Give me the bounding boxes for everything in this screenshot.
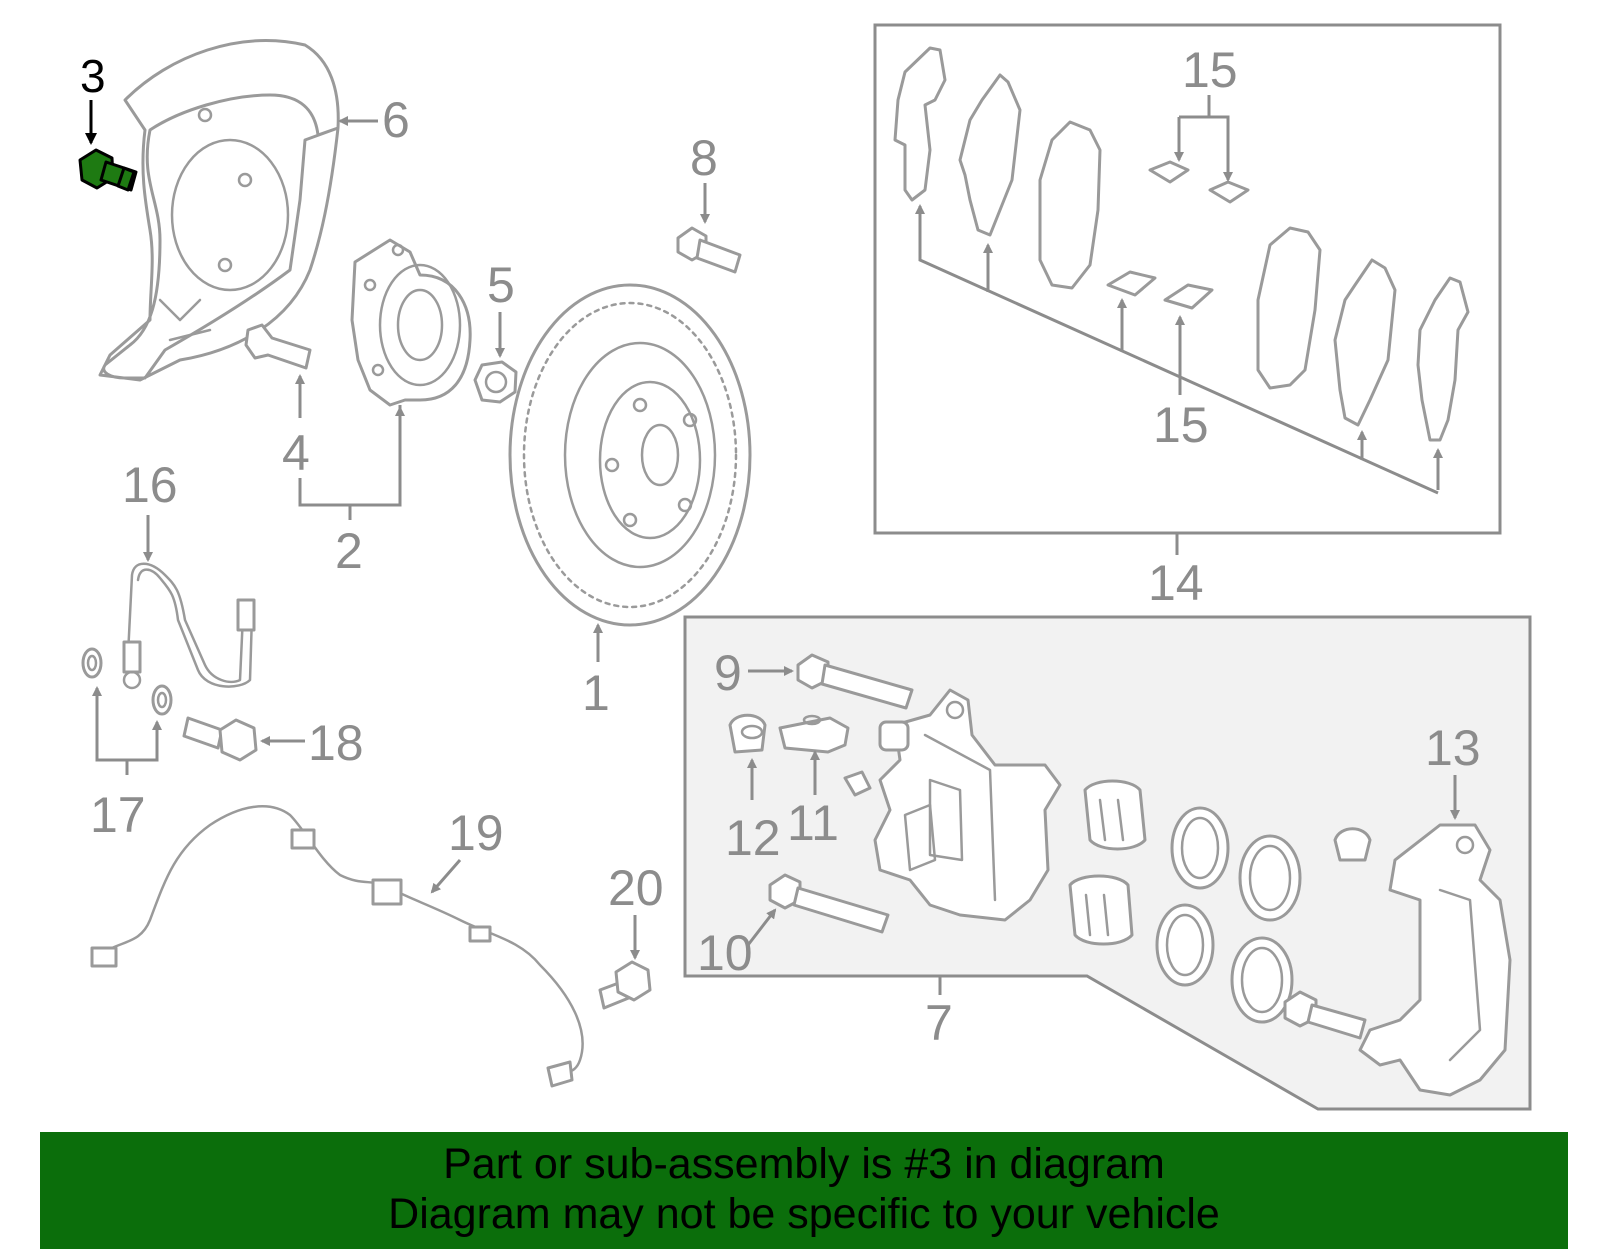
wheel-stud <box>244 323 312 370</box>
brake-caliper <box>873 688 1062 922</box>
wheel-hub <box>350 238 472 407</box>
callout-19: 19 <box>448 805 504 861</box>
callout-6: 6 <box>382 92 410 148</box>
banner-line-2: Diagram may not be specific to your vehi… <box>388 1190 1220 1238</box>
bolt-part-3 <box>78 148 138 192</box>
callout-9: 9 <box>714 645 742 701</box>
callout-15-top: 15 <box>1182 42 1238 98</box>
caliper-bracket <box>1283 823 1512 1097</box>
callout-12: 12 <box>725 810 781 866</box>
callout-16: 16 <box>122 457 178 513</box>
callout-13: 13 <box>1425 720 1481 776</box>
callout-17: 17 <box>90 787 146 843</box>
callout-7: 7 <box>925 995 953 1051</box>
brake-rotor <box>508 283 752 627</box>
callout-11: 11 <box>787 795 839 851</box>
abs-sensor-wire <box>90 805 584 1088</box>
callout-8: 8 <box>690 130 718 186</box>
callout-15-bottom: 15 <box>1153 397 1209 453</box>
hub-nut <box>473 360 518 404</box>
callout-18: 18 <box>308 715 364 771</box>
bleeder-screw <box>778 714 850 754</box>
bolt-part-8 <box>676 226 742 274</box>
callout-20: 20 <box>608 860 664 916</box>
callout-4: 4 <box>282 425 310 481</box>
piston-seals <box>1155 806 1302 1024</box>
plug <box>843 770 872 797</box>
banner-line-1: Part or sub-assembly is #3 in diagram <box>443 1140 1165 1188</box>
bleeder-cap <box>728 713 767 754</box>
washers <box>81 647 173 716</box>
callout-14: 14 <box>1148 555 1204 611</box>
brake-pads-kit <box>893 46 1470 442</box>
guide-bolt-9 <box>796 653 914 710</box>
callout-3: 3 <box>80 50 106 102</box>
callout-2: 2 <box>335 523 363 579</box>
pad-kit-box <box>873 23 1502 535</box>
callout-10: 10 <box>697 925 753 981</box>
callout-5: 5 <box>487 257 515 313</box>
bolt-part-20 <box>598 960 652 1010</box>
brake-hose <box>122 562 256 690</box>
callout-1: 1 <box>582 665 610 721</box>
caliper-pistons <box>1068 779 1147 946</box>
dust-shield <box>98 39 340 382</box>
info-banner: Part or sub-assembly is #3 in diagram Di… <box>40 1132 1568 1249</box>
banjo-bolt <box>182 716 258 762</box>
guide-bolt-10 <box>768 873 890 934</box>
